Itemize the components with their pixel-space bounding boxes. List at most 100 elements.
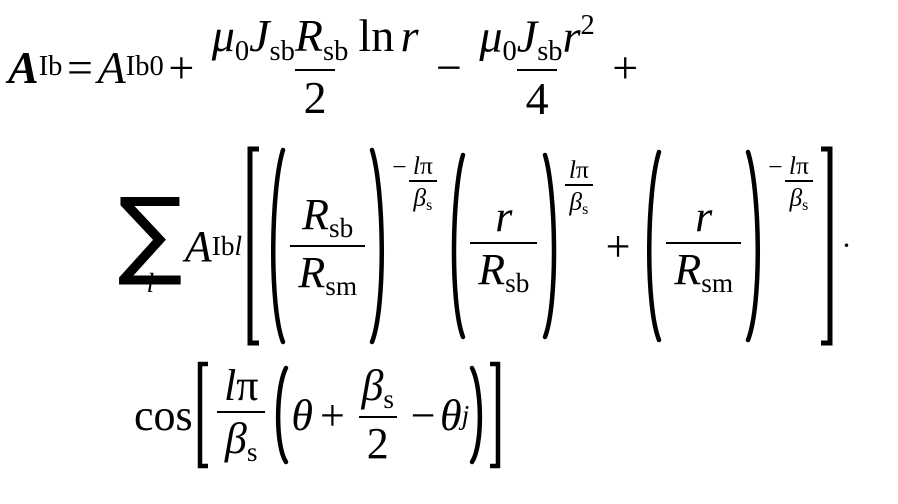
fraction-quadratic-denominator: 4 [517, 69, 557, 123]
exponent-3: − lπ βs [767, 152, 816, 214]
radius-symbol: R [294, 10, 323, 62]
exponent-1-denominator: βs [408, 180, 437, 215]
paren-open-icon-1 [264, 146, 286, 346]
constant-subscript: Ib0 [125, 51, 164, 82]
rsb-base: R [302, 189, 330, 239]
rsm-subscript-2: sm [701, 268, 734, 299]
r-base-1: r [495, 192, 513, 242]
theta-j-base: θ [439, 390, 462, 440]
rsm-base-2: R [674, 245, 702, 295]
multiplication-dot: · [841, 229, 852, 262]
exponent-2-l: l [568, 155, 576, 184]
plus-operator-1: + [168, 41, 195, 93]
exponent-1: − lπ βs [391, 152, 440, 214]
fraction-r-rsb-numerator: r [487, 193, 520, 242]
fraction-r-rsb-denominator: Rsb [470, 242, 538, 299]
bracket-group-line3: lπ βs θ + [196, 361, 502, 469]
current-density-symbol: J [249, 10, 270, 62]
rsb-subscript: sb [329, 212, 354, 243]
radius-subscript: sb [322, 35, 349, 67]
fraction-r-rsb: r Rsb [470, 193, 538, 299]
mu-symbol: μ [211, 10, 235, 62]
lpi-beta-subscript: s [246, 437, 258, 468]
summation-index: l [146, 267, 155, 298]
half-beta-subscript: s [383, 384, 395, 415]
fraction-half-beta-numerator: βs [354, 362, 402, 416]
sigma-icon: ∑ [118, 177, 183, 290]
coefficient-base: A [184, 221, 212, 271]
summation-operator: ∑ l [118, 177, 183, 298]
exponent-1-numerator: lπ [408, 152, 437, 180]
theta-j-subscript: j [461, 399, 470, 430]
exponent-3-fraction: lπ βs [784, 152, 813, 214]
radial-variable-exponent: 2 [580, 9, 595, 41]
fraction-r-rsm-numerator: r [687, 193, 720, 242]
square-bracket-open-icon [246, 146, 260, 346]
radial-variable-1: r [400, 10, 419, 62]
power-term-2: r Rsb [446, 146, 596, 346]
radial-variable-2: r [562, 10, 581, 62]
fraction-quadratic-term: μ0Jsbr2 4 [471, 9, 603, 123]
rsm-base: R [298, 247, 326, 297]
paren-close-icon-line3 [469, 365, 487, 465]
lhs-subscript: Ib [38, 51, 63, 82]
exponent-3-numerator: lπ [784, 152, 813, 180]
natural-log-label: ln [358, 10, 395, 62]
exponent-1-fraction: lπ βs [408, 152, 437, 214]
exponent-1-l: l [412, 151, 420, 180]
exponent-2-fraction: lπ βs [564, 156, 593, 218]
fraction-r-rsm-denominator: Rsm [666, 242, 741, 299]
current-density-symbol-2: J [516, 10, 538, 62]
current-density-subscript-2: sb [537, 36, 563, 68]
lhs-base: A [8, 41, 39, 93]
r-base-2: r [695, 192, 713, 242]
exponent-3-l: l [788, 151, 796, 180]
paren-open-icon-line3 [271, 365, 289, 465]
fraction-lpi-beta: lπ βs [216, 362, 266, 468]
plus-operator-line2: + [605, 221, 631, 271]
power-term-3: r Rsm − [640, 146, 816, 346]
lpi-beta: β [224, 414, 247, 464]
coefficient-subscript-index: l [234, 230, 243, 261]
mu-subscript-2: 0 [502, 36, 517, 68]
rsb-base-2: R [478, 245, 506, 295]
paren-close-icon-2 [542, 151, 562, 341]
exponent-1-beta-subscript: s [426, 197, 433, 215]
fraction-lpi-beta-denominator: βs [217, 411, 266, 468]
fraction-rsb-rsm-numerator: Rsb [294, 189, 361, 245]
exponent-2-pi: π [575, 155, 589, 184]
fraction-rsb-rsm-denominator: Rsm [290, 244, 365, 302]
exponent-2: lπ βs [562, 156, 596, 218]
exponent-1-beta: β [413, 182, 427, 212]
square-bracket-close-icon-line3 [489, 361, 502, 469]
constant-base: A [97, 41, 126, 93]
equation-line-3: cos lπ βs [134, 360, 502, 470]
paren-open-icon-3 [640, 148, 662, 344]
minus-operator-1: − [436, 41, 462, 93]
square-bracket-open-icon-line3 [196, 361, 209, 469]
rsm-subscript: sm [325, 270, 358, 301]
exponent-3-sign: − [768, 152, 783, 181]
lpi-pi: π [236, 361, 259, 411]
plus-operator-line3: + [319, 390, 345, 440]
bracket-group-line2: Rsb Rsm − [246, 146, 834, 346]
square-bracket-close-icon [820, 146, 834, 346]
exponent-1-sign: − [392, 152, 407, 181]
half-beta-symbol: β [361, 361, 384, 411]
fraction-log-denominator: 2 [295, 68, 335, 123]
cosine-function-label: cos [134, 390, 193, 440]
fraction-half-beta-denominator: 2 [358, 416, 397, 468]
fraction-quadratic-numerator: μ0Jsbr2 [471, 9, 603, 69]
paren-close-icon-3 [745, 148, 767, 344]
exponent-2-beta-subscript: s [582, 201, 589, 219]
mu-symbol-2: μ [479, 10, 503, 62]
paren-close-icon-1 [369, 146, 391, 346]
